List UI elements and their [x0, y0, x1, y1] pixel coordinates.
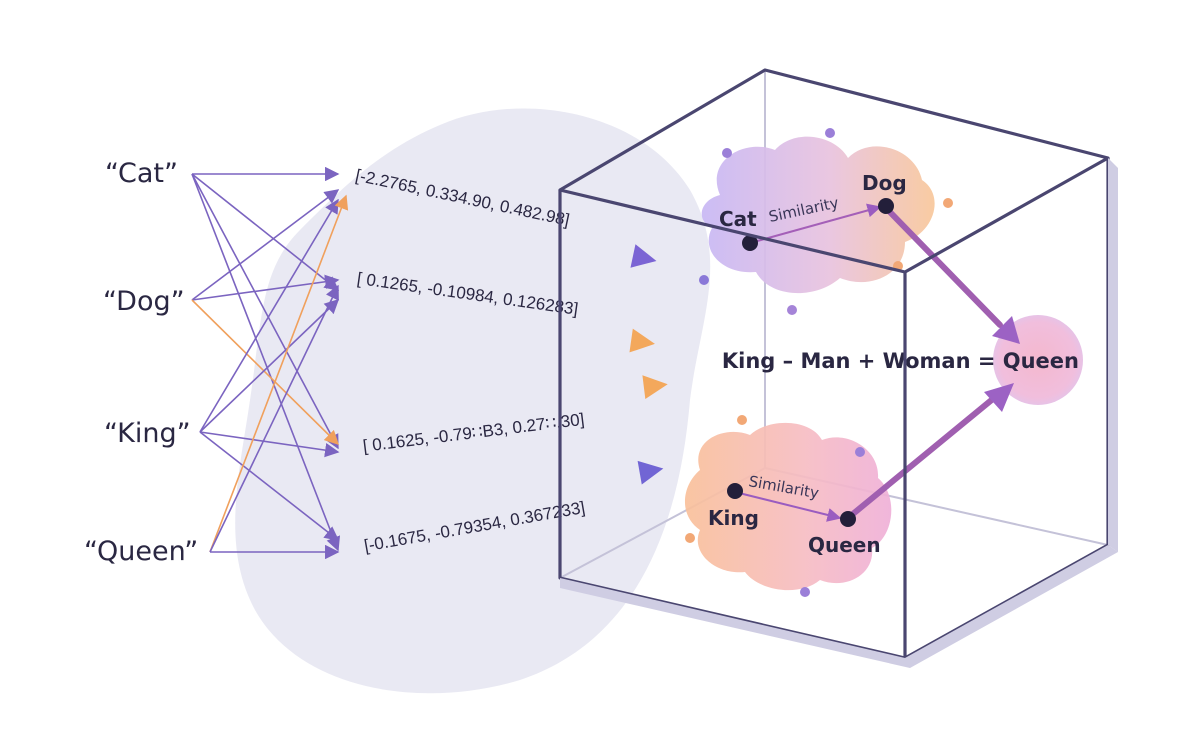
connection-lines — [191, 166, 349, 560]
vector-bar — [350, 298, 637, 345]
word-label: “Dog” — [103, 286, 185, 317]
cat-dog-cluster — [701, 136, 935, 294]
background-blob — [235, 108, 711, 694]
cube-bottom-shade — [560, 545, 1118, 668]
word-label: “Queen” — [84, 536, 198, 567]
similarity-arrow — [734, 491, 842, 522]
king-queen-cluster — [684, 422, 892, 591]
point-queen — [840, 511, 856, 527]
similarity-arrow — [749, 203, 882, 244]
arrow-head — [629, 328, 655, 353]
arrow-head — [630, 244, 657, 268]
point-king — [727, 483, 743, 499]
point-dog — [878, 198, 894, 214]
analogy-equation: King – Man + Woman = Queen — [722, 349, 1079, 373]
vector-bar — [361, 430, 627, 470]
vector-bar — [347, 192, 639, 260]
point-cat — [742, 235, 758, 251]
word-label: “Cat” — [105, 158, 178, 189]
cluster-cloud — [684, 422, 892, 591]
vector-bar — [356, 151, 618, 213]
vector-bar — [356, 383, 652, 426]
cluster-label-king: King — [708, 506, 759, 530]
cube-side-shade — [1108, 158, 1118, 552]
arrow-head — [642, 375, 668, 400]
cluster-label-dog: Dog — [862, 171, 907, 195]
cluster-cloud — [701, 136, 935, 294]
scatter-dots — [685, 128, 953, 597]
vector-bar — [356, 468, 648, 526]
cluster-label-cat: Cat — [719, 207, 757, 231]
analogy-arrows — [845, 205, 1020, 521]
word-label: “King” — [104, 418, 191, 449]
cluster-label-queen: Queen — [808, 533, 881, 557]
vector-bar — [364, 516, 630, 569]
arrow-head — [637, 460, 664, 485]
vector-bar — [356, 254, 621, 298]
